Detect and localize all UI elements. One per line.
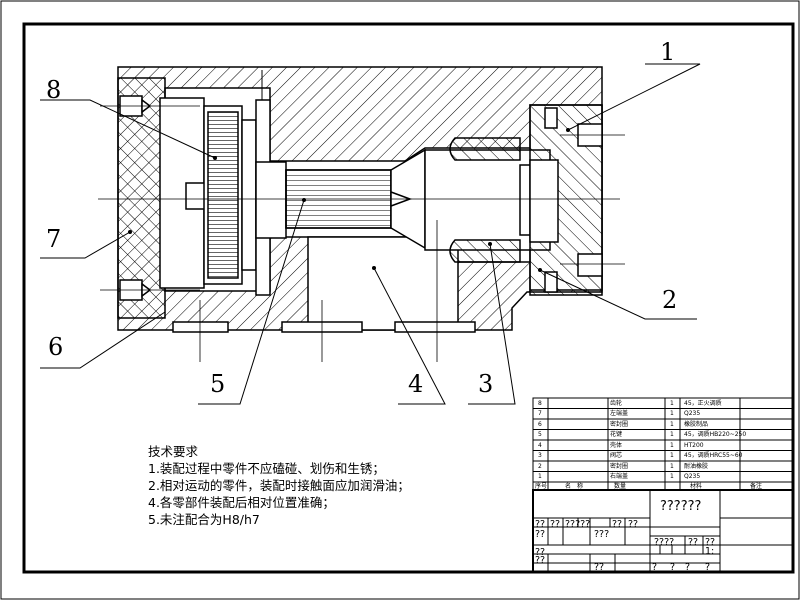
- title-cell: ??: [628, 519, 639, 530]
- bom-row-name: 阀芯: [610, 452, 623, 459]
- title-cell: ??: [594, 562, 605, 573]
- bom-row-note: 45，调质HRC55~60: [684, 452, 743, 459]
- technical-requirements: 技术要求 1.装配过程中零件不应磕碰、划伤和生锈； 2.相对运动的零件，装配时接…: [148, 443, 410, 528]
- bom-row-no: 2: [538, 463, 542, 470]
- title-cell: ??: [535, 529, 546, 540]
- right-end-cap: [529, 104, 603, 296]
- title-cell: ??: [535, 555, 546, 566]
- title-cell: ?: [652, 562, 658, 573]
- bom-row-qty: 1: [670, 473, 674, 480]
- bom-row-name: 左端盖: [610, 410, 629, 417]
- title-cell: ??: [612, 519, 623, 530]
- bom-row-note: 橡胶制品: [684, 421, 709, 428]
- title-cell: ??: [550, 519, 561, 530]
- title-cell: ??: [705, 537, 716, 548]
- bom-row-no: 8: [538, 400, 542, 407]
- scale-value: 1:: [705, 546, 715, 557]
- bom-row-note: 45，调质HB220~250: [684, 431, 747, 438]
- bom-row-name: 右端盖: [610, 473, 629, 480]
- title-cell: ?: [670, 562, 676, 573]
- bom-table: [532, 397, 794, 491]
- bom-row-qty: 1: [670, 421, 674, 428]
- bom-row-no: 3: [538, 452, 542, 459]
- bom-row-note: HT200: [684, 442, 704, 449]
- bom-row-name: 花键: [610, 431, 623, 438]
- note-item: 5.未注配合为H8/h7: [148, 512, 260, 527]
- callout-4: 4: [408, 370, 424, 398]
- title-cell: ?: [705, 562, 711, 573]
- bom-row-name: 齿轮: [610, 400, 623, 407]
- bom-row-name: 密封圈: [610, 463, 629, 470]
- drawing-name: ??????: [660, 499, 702, 514]
- bom-row-qty: 1: [670, 410, 674, 417]
- bom-row-qty: 1: [670, 431, 674, 438]
- bom-row-note: Q235: [684, 410, 701, 417]
- note-item: 4.各零部件装配后相对位置准确；: [148, 495, 335, 510]
- title-block: [532, 489, 794, 573]
- title-cell: ??: [688, 537, 699, 548]
- bom-row-no: 7: [538, 410, 542, 417]
- title-cell: ???: [594, 529, 610, 540]
- bom-row-qty: 1: [670, 452, 674, 459]
- gear: [203, 105, 257, 285]
- callout-6: 6: [48, 333, 64, 361]
- bom-row-no: 5: [538, 431, 542, 438]
- bom-row-qty: 1: [670, 463, 674, 470]
- title-cell: ?: [685, 562, 691, 573]
- title-cell: ?????: [565, 519, 591, 530]
- bom-row-name: 密封圈: [610, 421, 629, 428]
- callout-8: 8: [46, 76, 62, 104]
- bom-row-qty: 1: [670, 442, 674, 449]
- valve-core: [424, 137, 556, 263]
- bom-header-note: 备注: [750, 483, 763, 490]
- title-cell: ??: [535, 547, 546, 558]
- bom-row-name: 壳体: [610, 442, 623, 449]
- bom-header-material: 材料: [690, 483, 703, 490]
- leader-lines: [40, 63, 701, 405]
- bom-header-name: 名 称: [565, 483, 584, 490]
- inner-border: [22, 22, 795, 574]
- callout-1: 1: [660, 38, 676, 66]
- bom-header-no: 序号: [535, 483, 548, 490]
- callout-7: 7: [46, 225, 62, 253]
- bom-row-no: 1: [538, 473, 542, 480]
- note-item: 1.装配过程中零件不应磕碰、划伤和生锈；: [148, 461, 385, 476]
- bom-row-note: 耐油橡胶: [684, 463, 709, 470]
- bom-row-note: 45，正火调质: [684, 400, 722, 407]
- bom-row-no: 4: [538, 442, 542, 449]
- callout-3: 3: [478, 370, 494, 398]
- leader-dots: [128, 128, 570, 272]
- note-item: 2.相对运动的零件，装配时接触面应加润滑油；: [148, 478, 410, 493]
- center-lines: [98, 105, 625, 362]
- bom-row-qty: 1: [670, 400, 674, 407]
- bom-row-note: Q235: [684, 473, 701, 480]
- left-end-cap: [117, 77, 207, 319]
- callout-2: 2: [662, 286, 678, 314]
- title-cell: ??: [535, 519, 546, 530]
- notes-title: 技术要求: [148, 444, 199, 459]
- bom-header-qty: 数量: [614, 483, 627, 490]
- callout-5: 5: [210, 370, 226, 398]
- bom-row-no: 6: [538, 421, 542, 428]
- title-cell: ????: [654, 537, 675, 548]
